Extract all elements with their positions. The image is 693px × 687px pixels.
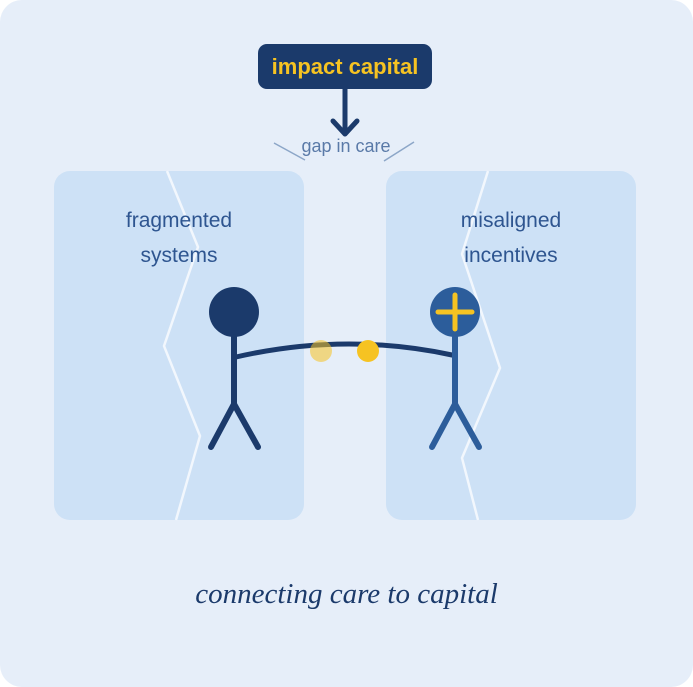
left-crack-line [162,170,202,521]
plus-icon [435,292,475,332]
right-crack-line [460,170,502,521]
connection-dot-faded [310,340,332,362]
left-panel-label-line1: fragmented [125,209,233,232]
arrow-head [330,118,360,137]
left-panel-label-line2: systems [140,244,218,267]
connection-dot [357,340,379,362]
right-panel [386,171,636,520]
left-stick-figure [208,287,261,450]
right-panel-label-line1: misaligned [460,209,562,232]
caption: connecting care to capital [195,578,498,610]
left-panel [54,171,304,520]
gap-mark-right [383,141,415,162]
gap-label: gap in care [301,136,391,156]
right-panel-label-line2: incentives [464,244,558,267]
left-panel-label: fragmented systems [79,203,279,273]
right-panel-label: misaligned incentives [411,203,611,273]
connecting-line [233,341,455,360]
impact-capital-badge: impact capital [258,44,432,89]
gap-mark-left [273,142,306,161]
